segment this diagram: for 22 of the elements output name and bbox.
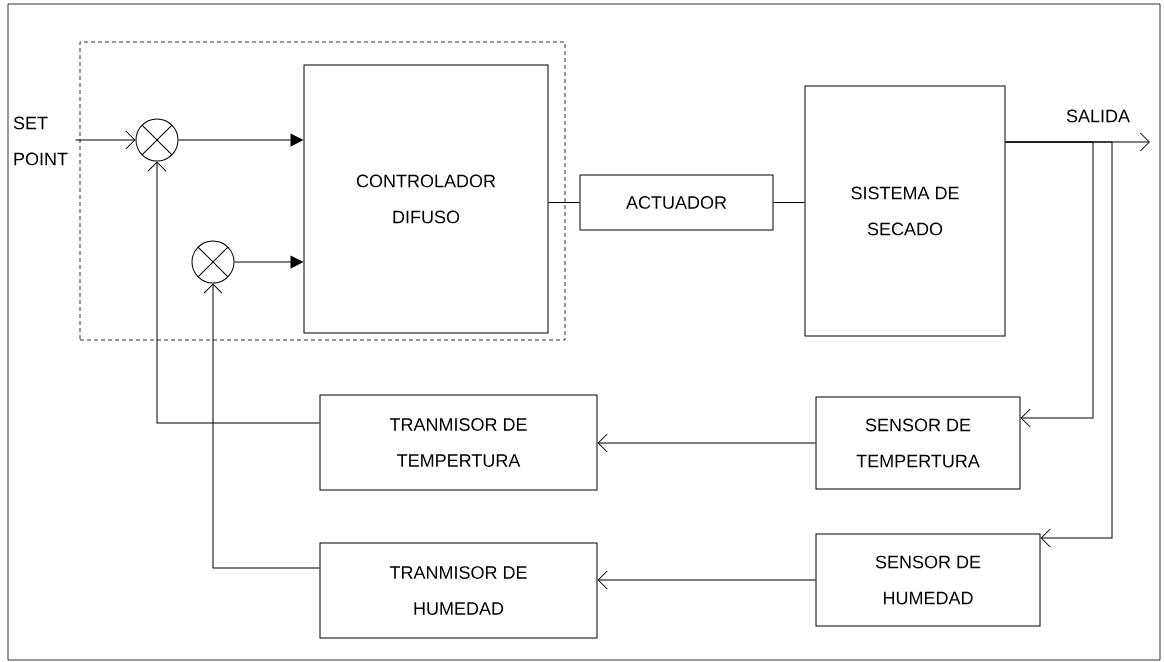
summing-junction (191, 240, 235, 284)
arrow (147, 161, 320, 424)
arrow (597, 433, 816, 453)
arrow (75, 130, 136, 150)
edge-label: SALIDA (1065, 108, 1132, 124)
process-box: TRANMISOR DE TEMPERTURA (319, 394, 598, 491)
dashed-group-box (79, 41, 566, 341)
process-box: SENSOR DE HUMEDAD (815, 533, 1041, 627)
connector-line (773, 202, 805, 203)
arrow (597, 570, 816, 590)
process-box: SENSOR DE TEMPERTURA (815, 396, 1021, 490)
connector-line (548, 202, 580, 203)
arrow (178, 133, 303, 147)
arrow (234, 255, 303, 269)
process-box: CONTROLADOR DIFUSO (303, 64, 549, 334)
process-box: SISTEMA DE SECADO (804, 85, 1006, 337)
arrow (203, 283, 320, 569)
summing-junction (135, 118, 179, 162)
process-box: ACTUADOR (579, 174, 774, 231)
input-label: SET POINT (13, 116, 68, 166)
process-box: TRANMISOR DE HUMEDAD (319, 542, 598, 639)
arrow (1005, 141, 1113, 548)
